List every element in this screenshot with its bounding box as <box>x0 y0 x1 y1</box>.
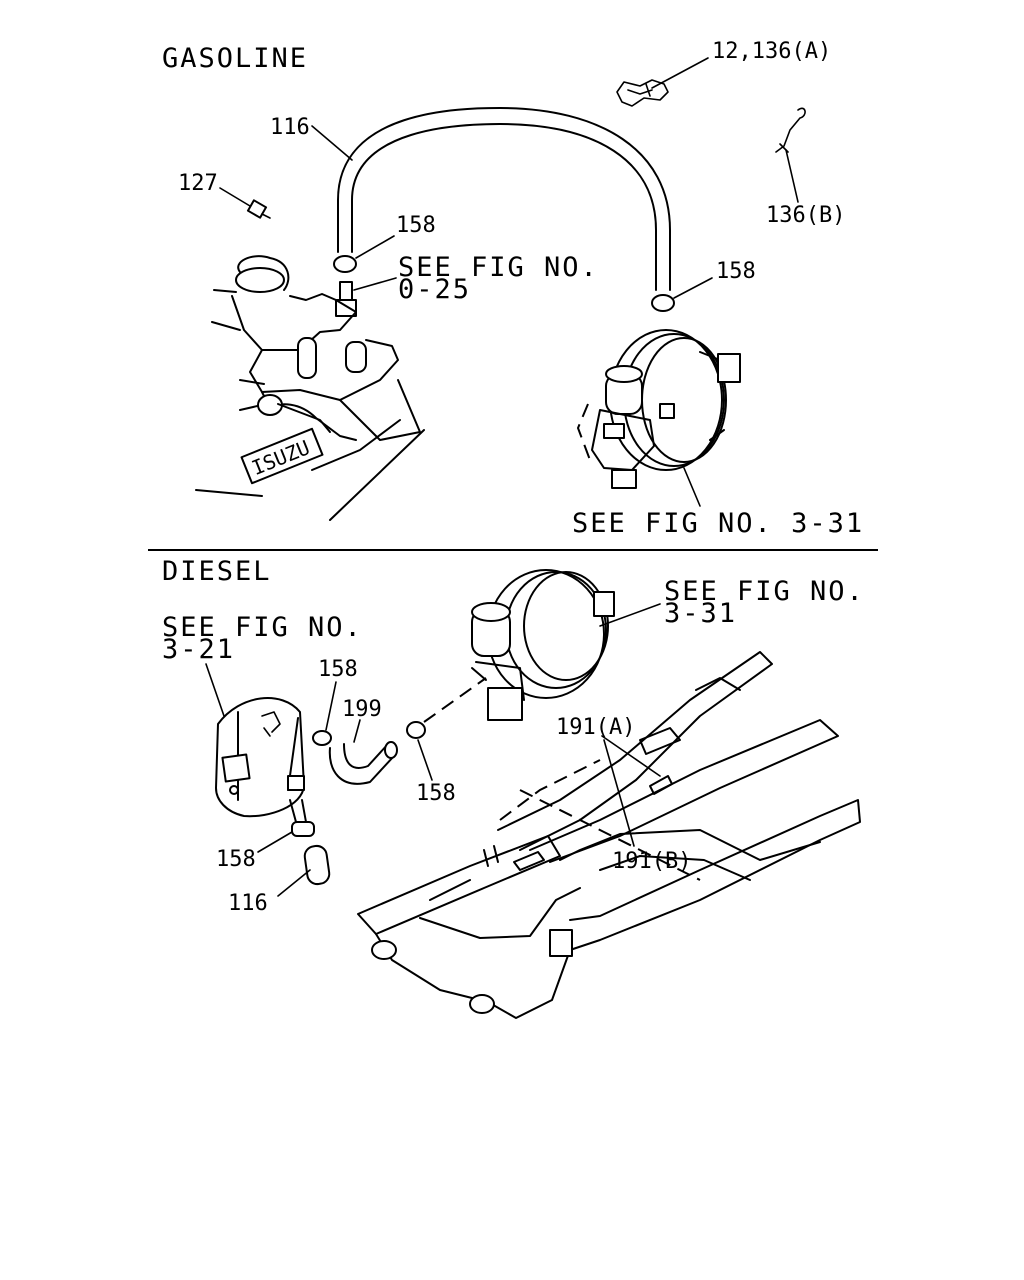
label-158-right: 158 <box>716 259 756 284</box>
bolt-127 <box>246 199 271 219</box>
label-116: 116 <box>270 115 310 140</box>
clip-12-136a <box>616 79 669 107</box>
leader-199 <box>353 719 361 743</box>
leader-see-fig-3-21 <box>205 663 225 717</box>
label-191a: 191(A) <box>556 715 635 740</box>
hose-199 <box>328 743 395 785</box>
diesel-section: DIESEL SEE FIG NO. 3-21 158 199 158 <box>162 556 865 1019</box>
see-fig-3-21-line2: 3-21 <box>162 634 235 665</box>
leader-158-top <box>325 681 337 731</box>
see-fig-0-25-line2: 0-25 <box>398 274 471 305</box>
vacuum-pump <box>215 697 305 818</box>
see-fig-0-25-line1: SEE FIG NO. <box>398 252 599 283</box>
see-fig-3-21-line1: SEE FIG NO. <box>162 612 363 643</box>
engine-block: ISUZU <box>195 255 425 521</box>
chassis-frame <box>357 651 861 1019</box>
leader-116 <box>311 125 353 161</box>
hose-path-dashed <box>423 677 487 723</box>
vacuum-hose-116-inner <box>351 123 657 291</box>
clamp-158-mid <box>406 721 426 739</box>
leader-116-diesel <box>277 869 311 897</box>
leader-158-left <box>355 235 395 259</box>
leader-12-136a <box>651 57 709 89</box>
label-158-bottom: 158 <box>216 847 256 872</box>
leader-see-fig-3-31-gasoline <box>683 467 701 507</box>
hose-116-diesel <box>303 844 331 886</box>
clamp-158-top <box>312 730 332 746</box>
gasoline-section: GASOLINE 12,136(A) 136(B) 127 116 158 <box>162 39 864 539</box>
see-fig-3-31-gasoline: SEE FIG NO. 3-31 <box>572 508 864 539</box>
wire-clip-136b <box>775 107 806 153</box>
gasoline-heading: GASOLINE <box>162 43 308 74</box>
label-158-top: 158 <box>318 657 358 682</box>
leader-191a <box>601 735 661 777</box>
clamp-158-left <box>333 255 357 273</box>
label-127: 127 <box>178 171 218 196</box>
leader-see-fig-3-31-diesel <box>599 603 661 627</box>
label-199: 199 <box>342 697 382 722</box>
brake-booster-diesel <box>471 569 615 721</box>
vacuum-hose-116 <box>337 107 671 291</box>
diesel-heading: DIESEL <box>162 556 272 587</box>
label-158-left: 158 <box>396 213 436 238</box>
label-116-diesel: 116 <box>228 891 268 916</box>
leader-158-bottom <box>257 831 293 853</box>
leader-127 <box>219 187 251 207</box>
leader-158-mid <box>417 739 433 781</box>
clamp-158-right <box>651 294 675 312</box>
brake-booster-gasoline <box>576 329 741 489</box>
pump-outlet-pipe <box>289 799 307 823</box>
label-12-136a: 12,136(A) <box>712 39 831 64</box>
label-191b: 191(B) <box>612 849 691 874</box>
vacuum-fitting <box>335 281 357 317</box>
leader-191b <box>603 739 635 847</box>
see-fig-3-31-diesel-line2: 3-31 <box>664 598 737 629</box>
clamp-158-bottom <box>291 821 315 837</box>
label-136b: 136(B) <box>766 203 845 228</box>
leader-136b <box>785 149 799 203</box>
leader-see-fig-0-25 <box>353 277 397 291</box>
label-158-mid: 158 <box>416 781 456 806</box>
see-fig-3-31-diesel-line1: SEE FIG NO. <box>664 576 865 607</box>
leader-158-right <box>673 277 713 299</box>
